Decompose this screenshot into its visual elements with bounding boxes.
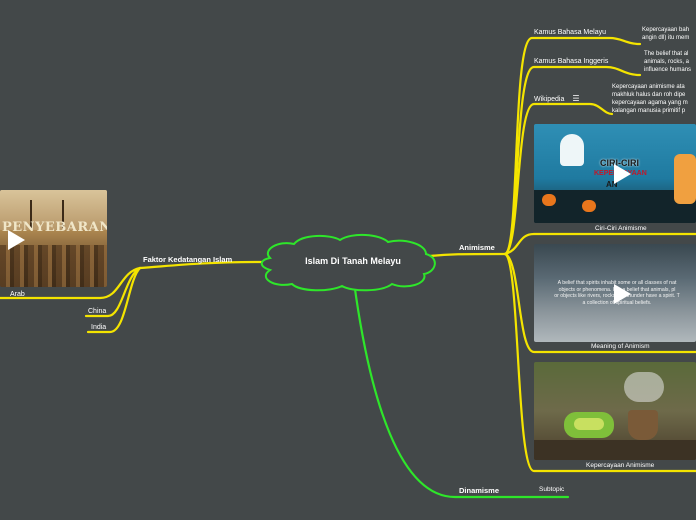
subtopic-china[interactable]: China [88, 308, 107, 315]
image-crowd [0, 245, 107, 287]
connector-wikipedia [503, 102, 614, 256]
play-icon[interactable] [8, 230, 25, 250]
image-ground [534, 440, 696, 460]
connector-dinamisme [352, 280, 570, 499]
ghost-icon [560, 134, 584, 166]
connector-faktor [138, 260, 264, 270]
note-wikipedia: Kepercayaan animisme ata makhluk halus d… [612, 84, 688, 114]
image-kepercayaan-animisme[interactable] [534, 362, 696, 460]
subtopic-kamus-bahasa-inggeris[interactable]: Kamus Bahasa Inggeris [534, 58, 609, 65]
video-ciri-ciri-animisme[interactable]: CIRI-CIRI KEPERCAYAAN AN [534, 124, 696, 223]
character-figure [674, 154, 696, 204]
image-ground [534, 190, 696, 223]
note-kamus-bahasa-melayu: Kepercayaan bah angin dll) itu mem [642, 27, 690, 41]
image-sky [0, 190, 107, 230]
connector-media-3 [503, 252, 696, 473]
video-meaning-of-animism[interactable]: A belief that spirits inhabit some or al… [534, 244, 696, 342]
connector-india [86, 266, 142, 334]
subtopic-arab[interactable]: Arab [10, 291, 25, 298]
central-topic[interactable]: Islam Di Tanah Melayu [305, 256, 401, 266]
caption-ciri-ciri-animisme: Ciri-Ciri Animisme [595, 225, 647, 232]
video-title-line1: CIRI-CIRI [600, 158, 639, 168]
subtopic-kamus-bahasa-melayu[interactable]: Kamus Bahasa Melayu [534, 29, 606, 36]
caption-kepercayaan-animisme: Kepercayaan Animisme [586, 462, 655, 469]
arab-image[interactable]: PENYEBARAN [0, 190, 107, 287]
connector-media-2 [503, 252, 696, 354]
pumpkin-icon [582, 200, 596, 212]
connector-animisme [428, 252, 507, 258]
central-node-shape [260, 234, 436, 292]
image-mast [30, 200, 64, 228]
caption-meaning-of-animism: Meaning of Animism [591, 343, 650, 350]
topic-faktor-kedatangan-islam[interactable]: Faktor Kedatangan Islam [143, 255, 233, 264]
smoke [624, 372, 664, 402]
connector-media-1 [503, 232, 696, 256]
subtopic-wikipedia[interactable]: Wikipedia ☰ [534, 94, 580, 104]
connector-arab [0, 266, 142, 300]
video-title-line3: AN [606, 180, 618, 189]
clay-pot [628, 410, 658, 440]
play-icon[interactable] [614, 164, 631, 184]
play-icon[interactable] [614, 284, 631, 304]
pumpkin-icon [542, 194, 556, 206]
subtopic-india[interactable]: India [91, 324, 107, 331]
subtopic-dinamisme[interactable]: Subtopic [539, 486, 565, 493]
connector-china [84, 266, 142, 318]
topic-dinamisme[interactable]: Dinamisme [459, 486, 500, 495]
topic-animisme[interactable]: Animisme [459, 243, 495, 252]
image-caption-text: PENYEBARAN [2, 220, 107, 235]
wikipedia-label: Wikipedia [534, 96, 565, 103]
offering-food [574, 418, 604, 430]
menu-icon[interactable]: ☰ [572, 94, 580, 103]
note-kamus-bahasa-inggeris: The belief that al animals, rocks, a inf… [644, 51, 692, 73]
